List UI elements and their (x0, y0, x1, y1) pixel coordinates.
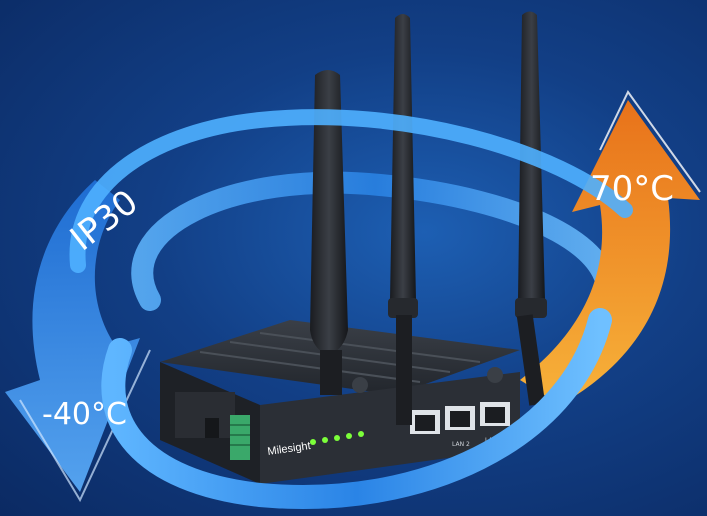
ethernet-port-icon (410, 402, 510, 434)
ring-back (131, 171, 619, 331)
ring-front (69, 109, 633, 510)
brand-logo: Milesight (267, 440, 312, 458)
high-temperature-arrow-icon (520, 90, 701, 405)
high-temperature-label: 70°C (590, 169, 674, 209)
port-label-lan2: LAN 2 (452, 441, 470, 448)
led-indicator-icon (310, 431, 364, 445)
terminal-block-icon (230, 415, 250, 460)
low-temperature-label: -40°C (42, 397, 127, 432)
